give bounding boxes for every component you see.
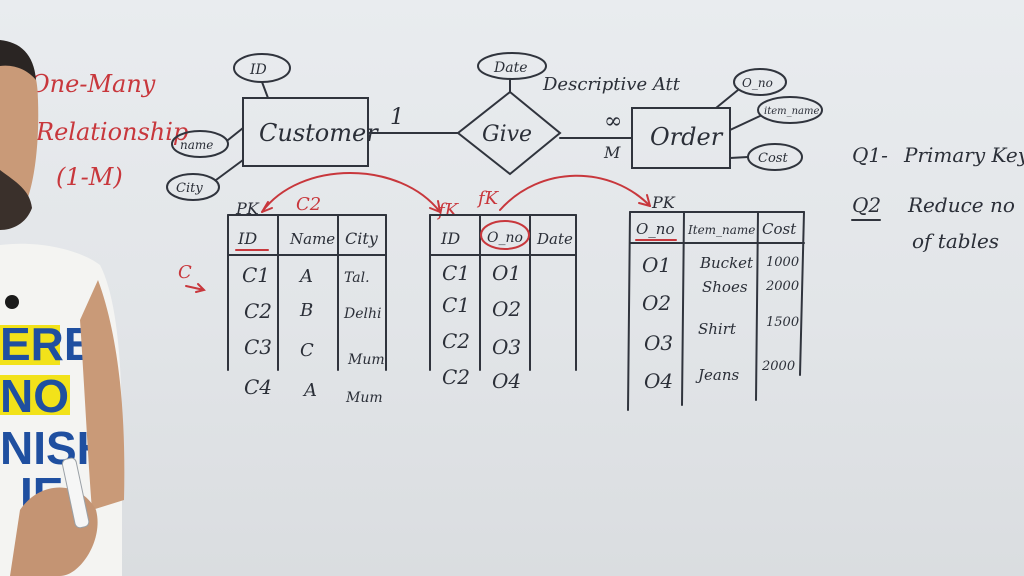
- attr-date-label: Date: [493, 60, 527, 76]
- customer-cell: C4: [244, 375, 272, 399]
- relationship-give-diamond: [456, 90, 562, 176]
- fk-right-label: fK: [476, 188, 500, 209]
- customer-table: ID Name City C1 A Tal. C2 B Delhi C3 C M…: [178, 214, 387, 406]
- cardinality-m: M: [603, 143, 621, 162]
- er-diagram: Customer ID name City 1 Give Date Descri…: [166, 52, 823, 201]
- order-cell: 2000: [761, 359, 795, 374]
- pk-order-label: PK: [651, 193, 676, 212]
- relationship-give-label: Give: [482, 122, 532, 147]
- attr-cost-label: Cost: [758, 151, 788, 166]
- customer-header-name: Name: [289, 230, 335, 248]
- c2-label: C2: [296, 194, 321, 215]
- give-cell: C1: [442, 261, 470, 285]
- order-header-ono: O_no: [636, 220, 675, 238]
- q1-label: Q1-: [852, 143, 888, 167]
- key-annotations: PK C2 fK fK PK: [235, 172, 676, 221]
- title-line-2: Relationship: [35, 118, 188, 146]
- fk-highlight-circle: [480, 220, 530, 250]
- marker-pen: [61, 457, 90, 529]
- order-cell: 1000: [766, 255, 799, 270]
- order-cell: Bucket: [699, 254, 754, 272]
- relationship-title: One-Many Relationship (1-M): [30, 70, 188, 191]
- order-cell: O4: [644, 369, 673, 393]
- q2-label: Q2: [852, 193, 881, 217]
- attr-city-label: City: [176, 181, 203, 196]
- give-cell: C1: [442, 293, 470, 317]
- order-cell: 2000: [765, 279, 799, 294]
- give-cell: O2: [492, 297, 521, 321]
- attr-itemname-ellipse: [757, 96, 823, 124]
- customer-cell: B: [299, 300, 313, 321]
- attr-name-ellipse: [171, 130, 229, 158]
- order-header-cost: Cost: [762, 220, 797, 238]
- q2-text-line1: Reduce no: [907, 193, 1015, 217]
- order-cell: Shoes: [702, 278, 748, 296]
- fk-arrow-left: [261, 172, 441, 213]
- give-header-id: ID: [440, 229, 460, 248]
- shirt-print-line: NO: [0, 370, 69, 422]
- questions-note: Q1- Primary Key Q2 Reduce no of tables: [851, 143, 1024, 253]
- fk-arrow-right: [499, 174, 651, 211]
- fk-left-label: fK: [436, 200, 460, 221]
- title-line-3: (1-M): [56, 163, 123, 191]
- order-header-itemname: Item_name: [687, 223, 755, 237]
- side-note: C: [178, 262, 192, 283]
- entity-customer-label: Customer: [259, 119, 379, 147]
- customer-cell: A: [298, 266, 313, 287]
- customer-cell: A: [302, 380, 317, 401]
- pk-customer-label: PK: [235, 199, 260, 218]
- shirt-print-line: ERE: [0, 318, 95, 370]
- give-header-ono: O_no: [487, 230, 523, 246]
- customer-cell: C: [300, 340, 314, 361]
- attr-itemname-label: item_name: [764, 106, 820, 117]
- give-cell: O1: [492, 261, 521, 285]
- order-cell: O3: [644, 331, 673, 355]
- give-table: ID O_no Date C1 O1 C1 O2 C2 O3 C2 O4: [429, 214, 577, 393]
- lapel-mic: [5, 295, 19, 309]
- give-cell: O3: [492, 335, 521, 359]
- attr-city-ellipse: [166, 173, 220, 201]
- order-cell: Jeans: [695, 366, 739, 384]
- order-cell: Shirt: [698, 320, 737, 338]
- entity-order-box: [631, 107, 731, 169]
- give-cell: C2: [442, 365, 470, 389]
- q2-text-line2: of tables: [912, 229, 999, 253]
- entity-order-label: Order: [650, 123, 724, 151]
- cardinality-one: 1: [390, 105, 404, 130]
- give-cell: O4: [492, 369, 521, 393]
- order-table: O_no Item_name Cost O1 Bucket 1000 O2 Sh…: [627, 211, 805, 411]
- cardinality-many: ∞: [604, 109, 622, 134]
- attr-name-label: name: [180, 138, 213, 152]
- order-cell: 1500: [766, 315, 799, 330]
- order-cell: O2: [642, 291, 671, 315]
- order-cell: O1: [642, 253, 671, 277]
- customer-cell: C3: [244, 335, 272, 359]
- customer-cell: Mum: [345, 390, 383, 406]
- presenter: ERE NO NISH IE: [0, 40, 125, 576]
- customer-cell: C2: [244, 299, 272, 323]
- descriptive-attribute-note: Descriptive Att: [542, 74, 681, 95]
- customer-header-city: City: [345, 229, 379, 248]
- attr-ono-label: O_no: [742, 76, 773, 90]
- give-cell: C2: [442, 329, 470, 353]
- give-header-date: Date: [536, 230, 573, 248]
- q1-text: Primary Key: [903, 143, 1024, 167]
- attr-id-label: ID: [249, 62, 267, 78]
- customer-cell: Mum: [347, 352, 385, 368]
- attr-ono-ellipse: [733, 68, 787, 96]
- attr-date-ellipse: [477, 52, 547, 80]
- customer-header-id: ID: [237, 229, 257, 248]
- customer-cell: Tal.: [344, 270, 370, 286]
- title-line-1: One-Many: [30, 70, 156, 98]
- customer-cell: C1: [242, 263, 270, 287]
- customer-cell: Delhi: [343, 306, 381, 322]
